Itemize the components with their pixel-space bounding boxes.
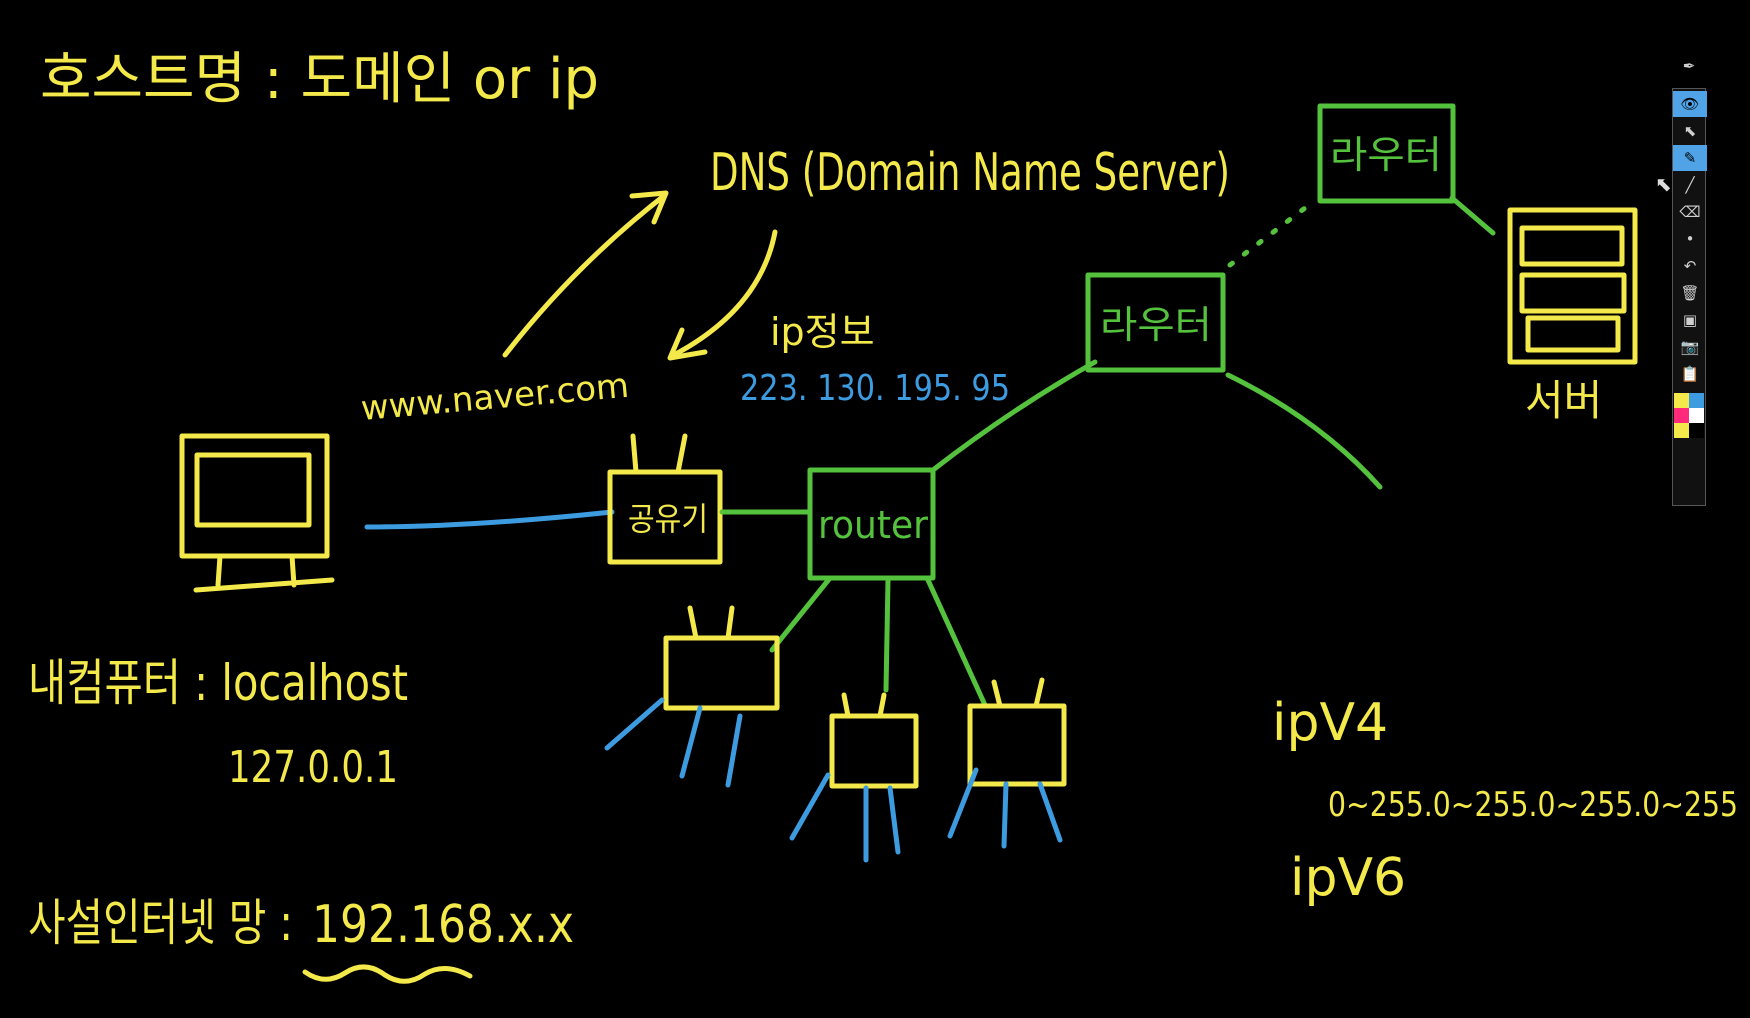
sub-ap-left [663, 635, 780, 711]
sub-ap-center [829, 713, 919, 789]
server-label: 서버 [1525, 376, 1602, 425]
router-main-box [807, 467, 936, 581]
camera-icon[interactable]: 📷 [1680, 338, 1700, 356]
highlighter-icon[interactable]: ✎ [1673, 145, 1707, 171]
server-box [1507, 207, 1638, 365]
ipv4-range: 0~255.0~255.0~255.0~255 [1328, 785, 1738, 825]
router-to-mid-link [930, 359, 1098, 473]
private-ip-underline [302, 964, 473, 984]
arrow-from-dns [669, 229, 778, 359]
dns-label: DNS (Domain Name Server) [710, 143, 1230, 203]
ap-label: 공유기 [628, 500, 708, 538]
eraser-icon[interactable]: ⌫ [1679, 203, 1701, 221]
sub-ap-left-antennas [687, 605, 735, 641]
sub-ap-center-antennas [841, 692, 887, 719]
ip-info-label: ip정보 [770, 310, 875, 354]
clipboard-icon[interactable]: 📋 [1680, 365, 1700, 383]
router-mid-dotted [1227, 205, 1308, 268]
ap-antennas [630, 433, 688, 475]
trash-icon[interactable]: 🗑 [1680, 284, 1700, 302]
undo-icon[interactable]: ↶ [1683, 257, 1697, 275]
router-top-box [1317, 103, 1456, 204]
server-drive-1 [1519, 225, 1625, 267]
router-mid-box [1085, 272, 1226, 373]
router-sub-link-left [769, 575, 833, 653]
loopback-ip: 127.0.0.1 [228, 742, 398, 793]
pc-ap-link [364, 509, 615, 530]
title-hostname: 호스트명 : 도메인 or ip [40, 47, 599, 112]
naver-ip-address: 223. 130. 195. 95 [740, 368, 1010, 409]
palette-swatch-4[interactable] [1689, 408, 1704, 423]
board-icon[interactable]: ▣ [1682, 311, 1698, 329]
router-mid-label: 라우터 [1100, 303, 1212, 347]
color-palette [1674, 393, 1704, 441]
sub-ap-center-clients [789, 772, 901, 863]
router-sub-link-right [925, 577, 988, 708]
ipv6-label: ipV6 [1290, 848, 1406, 908]
router-sub-link-center [883, 577, 891, 693]
router-mid-branch [1225, 372, 1383, 490]
server-drive-2 [1519, 272, 1627, 314]
palette-swatch-5[interactable] [1674, 423, 1689, 438]
server-drive-3 [1525, 315, 1621, 353]
computer-screen [194, 452, 312, 528]
computer-stand [193, 553, 335, 593]
ap-box [607, 469, 723, 565]
pointer-icon[interactable]: ⬉ [1683, 122, 1697, 140]
mouse-cursor-icon: ⬉ [1655, 172, 1672, 196]
private-net-label: 사설인터넷 망 : [28, 894, 293, 952]
private-ip-range: 192.168.x.x [312, 895, 574, 955]
naver-domain: www.naver.com [359, 366, 630, 429]
sub-ap-right [967, 703, 1067, 787]
sub-ap-right-clients [947, 767, 1063, 849]
line-icon[interactable]: ╱ [1685, 176, 1695, 194]
palette-swatch-6[interactable] [1689, 423, 1704, 438]
dot-icon[interactable]: • [1685, 230, 1695, 248]
router-top-label: 라우터 [1330, 133, 1442, 177]
eye-icon[interactable]: 👁 [1673, 91, 1707, 117]
router-main-label: router [818, 503, 928, 547]
router-top-server-link [1449, 195, 1496, 236]
sub-ap-left-clients [604, 697, 743, 788]
sub-ap-right-antennas [991, 677, 1045, 709]
drawing-toolbar: ✒ 👁 ⬉ ✎ ╱ ⌫ • ↶ 🗑 ▣ 📷 📋 [1672, 53, 1707, 506]
arrow-from-dns-head [667, 327, 708, 361]
pen-icon[interactable]: ✒ [1682, 57, 1696, 75]
palette-swatch-3[interactable] [1674, 408, 1689, 423]
arrow-to-dns-head [629, 190, 669, 225]
palette-swatch-2[interactable] [1689, 393, 1704, 408]
computer-monitor [179, 433, 330, 559]
arrow-to-dns [502, 192, 668, 358]
palette-swatch-1[interactable] [1674, 393, 1689, 408]
toolbar-panel: 👁 ⬉ ✎ ╱ ⌫ • ↶ 🗑 ▣ 📷 📋 [1672, 88, 1707, 506]
my-pc-label: 내컴퓨터 : localhost [28, 654, 408, 712]
ipv4-label: ipV4 [1272, 693, 1388, 753]
